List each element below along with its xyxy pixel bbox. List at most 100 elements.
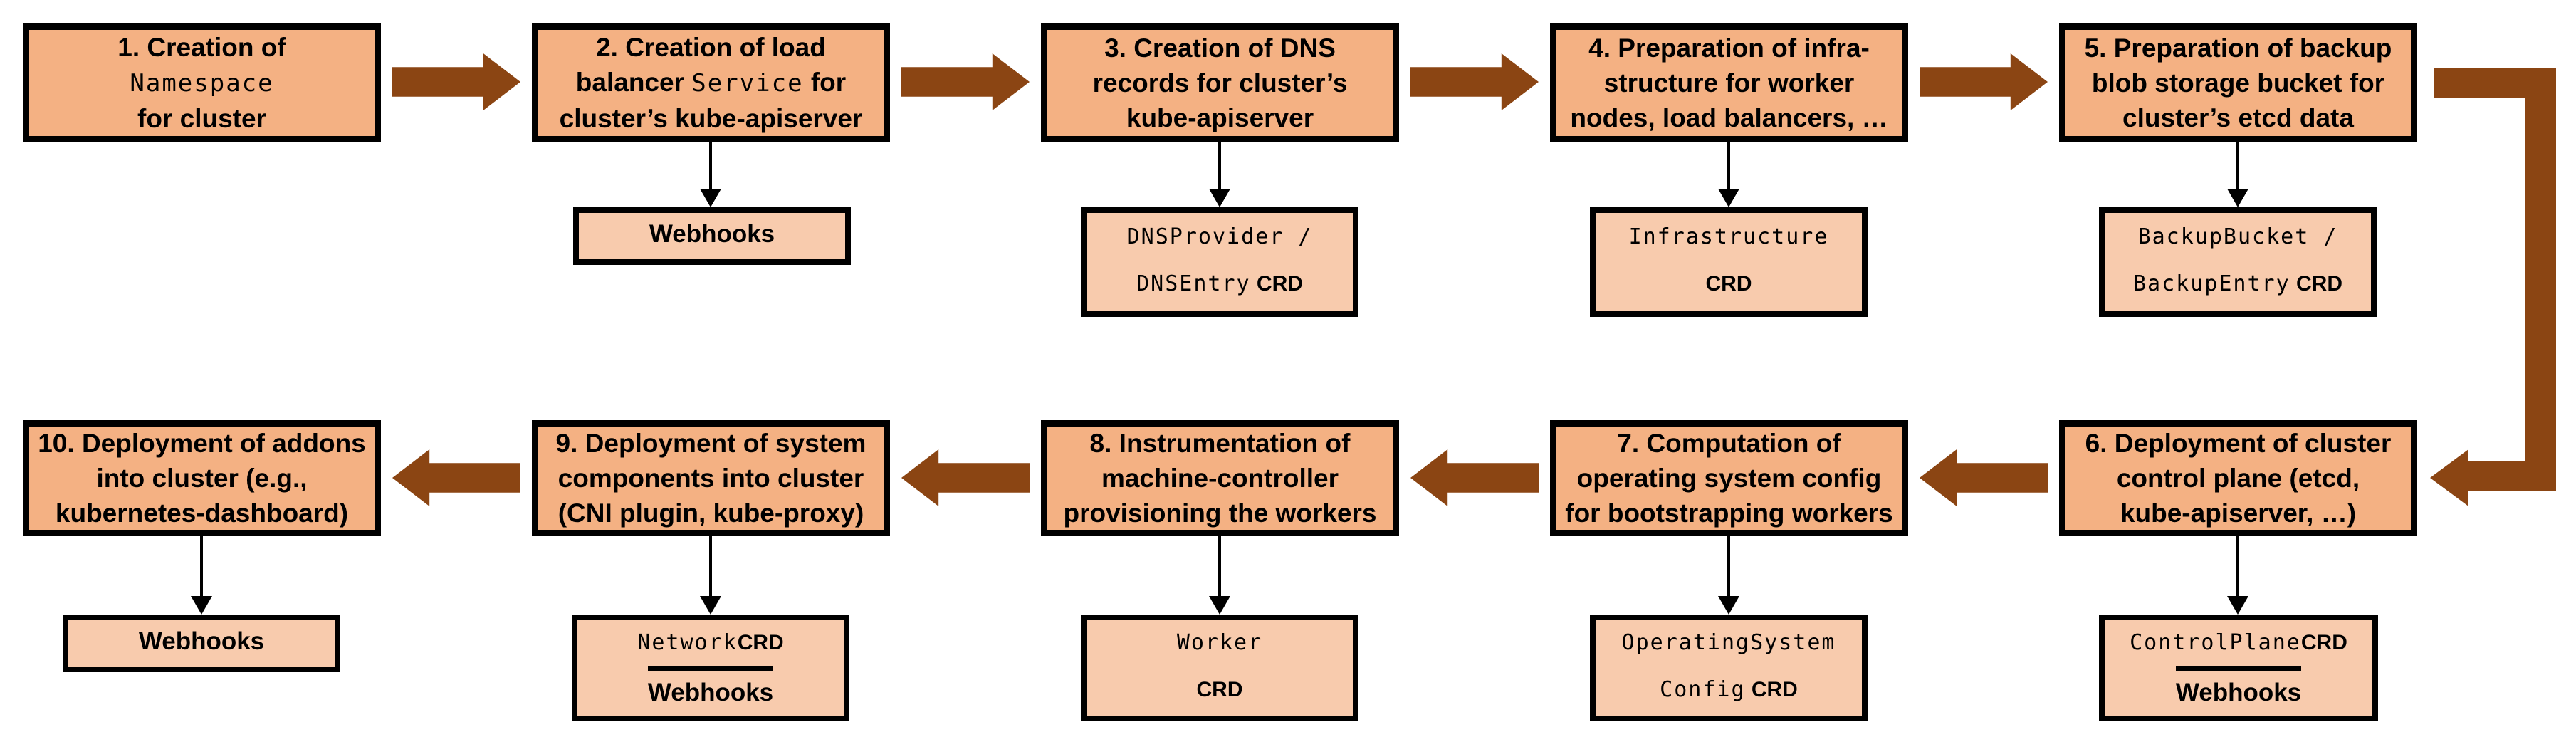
crd-label: CRD: [1250, 272, 1303, 296]
step-1-line: Namespace: [130, 65, 273, 101]
down-arrow-step7-icon: [1717, 536, 1740, 615]
step-8-line: machine-controller: [1101, 461, 1339, 496]
step-4-text: 4. Preparation of infra-: [1588, 33, 1870, 63]
crd-label: CRD: [1745, 678, 1798, 701]
flow-arrow-step1-to-step2-icon: [392, 53, 520, 110]
step-2-text: 2. Creation of load: [596, 33, 826, 62]
crd-code-text: Network: [637, 630, 738, 656]
step-6-line: 6. Deployment of cluster: [2085, 426, 2392, 461]
down-arrow-step4-icon: [1717, 142, 1740, 207]
step-8-line: provisioning the workers: [1064, 496, 1377, 531]
down-arrow-step8-icon: [1208, 536, 1231, 615]
step-10-webhooks-box: Webhooks: [63, 615, 340, 672]
webhooks-text: Webhooks: [138, 627, 265, 655]
step-5-text: 5. Preparation of backup: [2084, 33, 2392, 63]
step-3-box: 3. Creation of DNS records for cluster’s…: [1041, 23, 1399, 142]
step-9-line: components into cluster: [558, 461, 864, 496]
step-8-text: machine-controller: [1101, 464, 1339, 493]
webhooks-label: Webhooks: [647, 665, 774, 716]
step-10-text: 10. Deployment of addons: [38, 429, 366, 458]
crd-line: DNSProvider /: [1127, 215, 1313, 262]
crd-line: ControlPlane CRD: [2130, 620, 2347, 666]
crd-code-text: ControlPlane: [2130, 630, 2301, 656]
step-2-box: 2. Creation of load balancer Service for…: [532, 23, 890, 142]
step-1-text: 1. Creation of: [117, 33, 286, 62]
flow-arrow-step5-to-step6-arrowhead-icon: [2430, 449, 2468, 506]
crd-label: CRD: [737, 630, 784, 654]
step-8-crd-box: Worker CRD: [1081, 615, 1358, 721]
step-5-text: cluster’s etcd data: [2122, 103, 2354, 132]
down-arrow-step10-icon: [190, 536, 213, 615]
step-2-text: cluster’s kube-apiserver: [559, 104, 863, 133]
step-8-line: 8. Instrumentation of: [1090, 426, 1351, 461]
step-10-text: into cluster (e.g.,: [96, 464, 308, 493]
crd-label: CRD: [2290, 272, 2343, 296]
step-2-code-text: Service: [691, 69, 804, 98]
crd-line: Infrastructure: [1629, 215, 1829, 262]
step-6-text: control plane (etcd,: [2116, 464, 2360, 493]
step-7-text: operating system config: [1576, 464, 1882, 493]
step-7-text: for bootstrapping workers: [1565, 498, 1893, 528]
step-3-text: 3. Creation of DNS: [1104, 33, 1336, 63]
crd-line: Network CRD: [637, 620, 783, 666]
step-2-text: for: [803, 68, 847, 97]
step-3-text: records for cluster’s: [1092, 68, 1348, 98]
step-5-line: blob storage bucket for: [2092, 66, 2384, 100]
step-2-line: balancer Service for: [576, 65, 846, 101]
crd-line: Config CRD: [1660, 668, 1798, 715]
step-6-text: 6. Deployment of cluster: [2085, 429, 2392, 458]
step-10-line: kubernetes-dashboard): [56, 496, 348, 531]
webhooks-text: Webhooks: [2175, 679, 2302, 707]
step-9-line: (CNI plugin, kube-proxy): [558, 496, 864, 531]
crd-label: CRD: [1196, 678, 1243, 701]
step-8-box: 8. Instrumentation of machine-controller…: [1041, 420, 1399, 536]
flow-arrow-step3-to-step4-icon: [1410, 53, 1539, 110]
step-6-text: kube-apiserver, …): [2120, 498, 2357, 528]
down-arrow-step2-icon: [699, 142, 722, 207]
step-9-text: components into cluster: [557, 464, 864, 493]
flow-arrow-step6-to-step7-icon: [1920, 449, 2048, 506]
step-5-line: 5. Preparation of backup: [2085, 31, 2392, 66]
crd-label: CRD: [2300, 630, 2347, 654]
crd-line: OperatingSystem: [1622, 621, 1836, 668]
crd-code-text: DNSEntry: [1136, 271, 1251, 296]
step-7-box: 7. Computation of operating system confi…: [1550, 420, 1908, 536]
step-2-text: balancer: [575, 68, 692, 97]
step-1-line: 1. Creation of: [117, 30, 286, 65]
step-8-text: provisioning the workers: [1063, 498, 1377, 528]
crd-code-text: OperatingSystem: [1621, 630, 1836, 655]
step-9-line: 9. Deployment of system: [556, 426, 866, 461]
step-4-line: nodes, load balancers, …: [1570, 100, 1888, 135]
flow-arrow-step4-to-step5-icon: [1920, 53, 2048, 110]
flow-arrow-step9-to-step10-icon: [392, 449, 520, 506]
down-arrow-step9-icon: [699, 536, 722, 615]
step-10-text: kubernetes-dashboard): [55, 498, 349, 528]
step-4-box: 4. Preparation of infra- structure for w…: [1550, 23, 1908, 142]
step-5-crd-box: BackupBucket / BackupEntry CRD: [2099, 207, 2377, 317]
crd-line: BackupEntry CRD: [2133, 262, 2342, 309]
crd-line: CRD: [1197, 668, 1243, 715]
step-3-text: kube-apiserver: [1126, 103, 1314, 132]
crd-line: DNSEntry CRD: [1136, 262, 1303, 309]
step-1-text: for cluster: [137, 104, 266, 133]
webhooks-label: Webhooks: [139, 620, 264, 668]
step-3-line: records for cluster’s: [1093, 66, 1348, 100]
down-arrow-step3-icon: [1208, 142, 1231, 207]
step-8-text: 8. Instrumentation of: [1089, 429, 1351, 458]
webhooks-label: Webhooks: [649, 212, 775, 261]
step-7-crd-box: OperatingSystem Config CRD: [1590, 615, 1868, 721]
step-3-crd-box: DNSProvider / DNSEntry CRD: [1081, 207, 1358, 317]
step-9-box: 9. Deployment of system components into …: [532, 420, 890, 536]
step-6-line: control plane (etcd,: [2117, 461, 2360, 496]
crd-code-text: BackupBucket /: [2137, 224, 2338, 249]
step-1-box: 1. Creation of Namespace for cluster: [23, 23, 381, 142]
crd-line: BackupBucket /: [2138, 215, 2338, 262]
step-7-text: 7. Computation of: [1617, 429, 1841, 458]
step-9-crd-webhooks-box: Network CRD Webhooks: [572, 615, 849, 721]
step-2-webhooks-box: Webhooks: [573, 207, 851, 265]
webhooks-text: Webhooks: [649, 219, 775, 248]
step-10-line: into cluster (e.g.,: [96, 461, 307, 496]
flow-arrow-step5-to-step6-vertical-bar: [2525, 68, 2556, 489]
flow-arrow-step5-to-step6-bottom-bar: [2467, 461, 2556, 491]
step-5-text: blob storage bucket for: [2091, 68, 2385, 98]
